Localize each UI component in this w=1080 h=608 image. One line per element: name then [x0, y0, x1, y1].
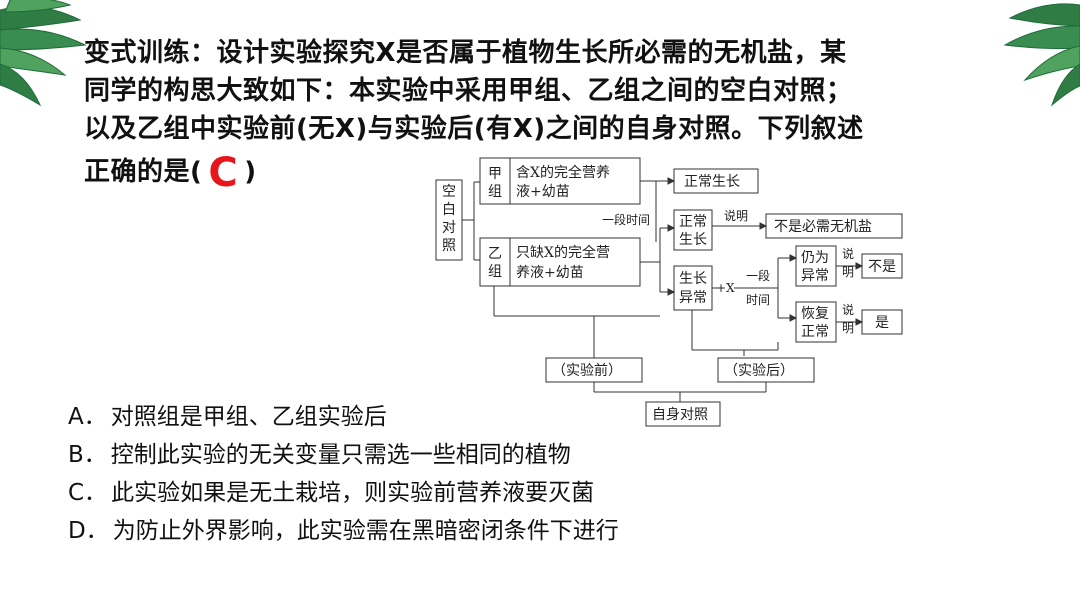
- option-b[interactable]: B．控制此实验的无关变量只需选一些相同的植物: [68, 436, 619, 474]
- answer-options: A．对照组是甲组、乙组实验后 B．控制此实验的无关变量只需选一些相同的植物 C．…: [68, 398, 619, 550]
- self-control-box: [645, 401, 721, 427]
- group-jia-char: 组: [488, 184, 502, 200]
- blank-control-char: 对: [442, 220, 456, 236]
- question-line: 变式训练：设计实验探究X是否属于植物生长所必需的无机盐，某: [84, 38, 847, 68]
- self-control-label: 自身对照: [652, 407, 708, 423]
- palm-leaf-decoration-right: [1003, 3, 1080, 107]
- explain-vertical-char: 明: [842, 321, 854, 335]
- option-text: 此实验如果是无土栽培，则实验前营养液要灭菌: [111, 480, 595, 506]
- normal-growth-box: [673, 168, 759, 194]
- not-essential-label: 不是必需无机盐: [774, 219, 872, 235]
- period2-line: 时间: [746, 293, 770, 307]
- yi-content-line: 养液+幼苗: [516, 265, 584, 281]
- explain-vertical-char: 说: [842, 246, 854, 261]
- option-letter: C．: [68, 480, 108, 506]
- option-d[interactable]: D．为防止外界影响，此实验需在黑暗密闭条件下进行: [68, 512, 619, 550]
- option-a[interactable]: A．对照组是甲组、乙组实验后: [68, 398, 619, 436]
- question-text: 变式训练：设计实验探究X是否属于植物生长所必需的无机盐，某 同学的构思大致如下：…: [84, 34, 1014, 196]
- not-essential-box: [765, 213, 903, 239]
- period-label: 一段时间: [602, 212, 650, 227]
- period2-line: 一段: [746, 268, 770, 283]
- normal-box: [673, 209, 713, 251]
- blank-control-char: 空: [442, 184, 456, 200]
- palm-leaf-decoration-left: [0, 0, 87, 107]
- plus-x-label: +X: [716, 281, 735, 295]
- option-text: 控制此实验的无关变量只需选一些相同的植物: [110, 442, 571, 468]
- explain-label: 说明: [724, 208, 748, 223]
- handwritten-answer: C: [208, 150, 239, 196]
- still-abnormal-line: 仍为: [801, 250, 829, 266]
- yi-content-line: 只缺X的完全营: [516, 244, 610, 261]
- after-label: （实验后）: [724, 363, 794, 379]
- jia-content-line: 含X的完全营养: [516, 164, 610, 181]
- group-yi-char: 乙: [488, 246, 502, 262]
- still-abnormal-line: 异常: [801, 268, 829, 284]
- normal-box-line: 正常: [679, 214, 707, 230]
- blank-control-char: 照: [442, 238, 456, 254]
- option-text: 对照组是甲组、乙组实验后: [110, 404, 387, 430]
- jia-content-line: 液+幼苗: [516, 184, 570, 200]
- normal-growth-label: 正常生长: [684, 174, 740, 190]
- option-c[interactable]: C．此实验如果是无土栽培，则实验前营养液要灭菌: [68, 474, 619, 512]
- abnormal-box-line: 生长: [679, 271, 707, 287]
- option-letter: D．: [68, 518, 109, 544]
- explain-vertical-char: 说: [842, 302, 854, 317]
- no-box: [861, 253, 903, 279]
- question-line: 同学的构思大致如下：本实验中采用甲组、乙组之间的空白对照；: [84, 76, 853, 106]
- explain-vertical-char: 明: [842, 265, 854, 279]
- option-letter: A．: [68, 404, 107, 430]
- question-line-prefix: 正确的是(: [84, 157, 203, 187]
- no-label: 不是: [868, 259, 896, 275]
- question-last-line: 正确的是(C): [84, 148, 1014, 196]
- blank-control-char: 白: [442, 202, 456, 218]
- group-yi-char: 组: [488, 264, 502, 280]
- question-line-suffix: ): [244, 157, 257, 187]
- question-line: 以及乙组中实验前(无X)与实验后(有X)之间的自身对照。下列叙述: [84, 114, 864, 144]
- option-letter: B．: [68, 442, 107, 468]
- yes-box: [861, 309, 903, 335]
- recover-line: 正常: [801, 324, 829, 340]
- normal-box-line: 生长: [679, 232, 707, 248]
- yes-label: 是: [875, 315, 889, 331]
- experiment-flow-diagram: 空 白 对 照 甲 组 含X的完全营养 液+幼苗 乙 组 只缺X的完全营 养液+…: [435, 157, 903, 427]
- group-jia-char: 甲: [488, 166, 502, 182]
- option-text: 为防止外界影响，此实验需在黑暗密闭条件下进行: [112, 518, 619, 544]
- recover-line: 恢复: [801, 305, 829, 322]
- abnormal-box-line: 异常: [679, 290, 707, 306]
- before-label: （实验前）: [552, 362, 622, 379]
